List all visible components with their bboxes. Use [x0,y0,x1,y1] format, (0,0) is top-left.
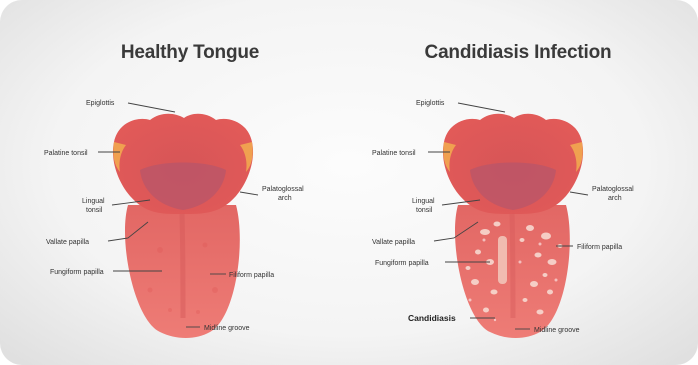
healthy-label-filiform-papilla: Filiform papilla [229,272,274,279]
infected-label-palatoglossal-2: arch [608,195,622,202]
healthy-label-palatoglossal-2: arch [278,195,292,202]
infected-label-palatine-tonsil: Palatine tonsil [372,150,416,157]
infected-label-lingual-tonsil-1: Lingual [412,198,435,205]
infected-label-palatoglossal-1: Palatoglossal [592,186,634,193]
infected-label-lingual-tonsil-2: tonsil [416,207,433,214]
infected-label-midline-groove: Midline groove [534,327,580,334]
infected-midline-groove [512,214,513,318]
infected-label-epiglottis: Epiglottis [416,100,445,107]
healthy-label-fungiform-papilla: Fungiform papilla [50,269,104,276]
healthy-label-epiglottis: Epiglottis [86,100,115,107]
healthy-label-lingual-tonsil-1: Lingual [82,198,105,205]
infected-label-fungiform-papilla: Fungiform papilla [375,260,429,267]
infected-label-filiform-papilla: Filiform papilla [577,244,622,251]
healthy-label-lingual-tonsil-2: tonsil [86,207,103,214]
healthy-label-midline-groove: Midline groove [204,325,250,332]
healthy-midline-groove [182,214,183,318]
healthy-label-palatine-tonsil: Palatine tonsil [44,150,88,157]
infected-label-vallate-papilla: Vallate papilla [372,239,415,246]
healthy-label-vallate-papilla: Vallate papilla [46,239,89,246]
infected-label-candidiasis: Candidiasis [408,313,456,323]
infected-tongue [443,114,583,338]
healthy-tongue [113,114,253,338]
healthy-label-palatoglossal-1: Palatoglossal [262,186,304,193]
